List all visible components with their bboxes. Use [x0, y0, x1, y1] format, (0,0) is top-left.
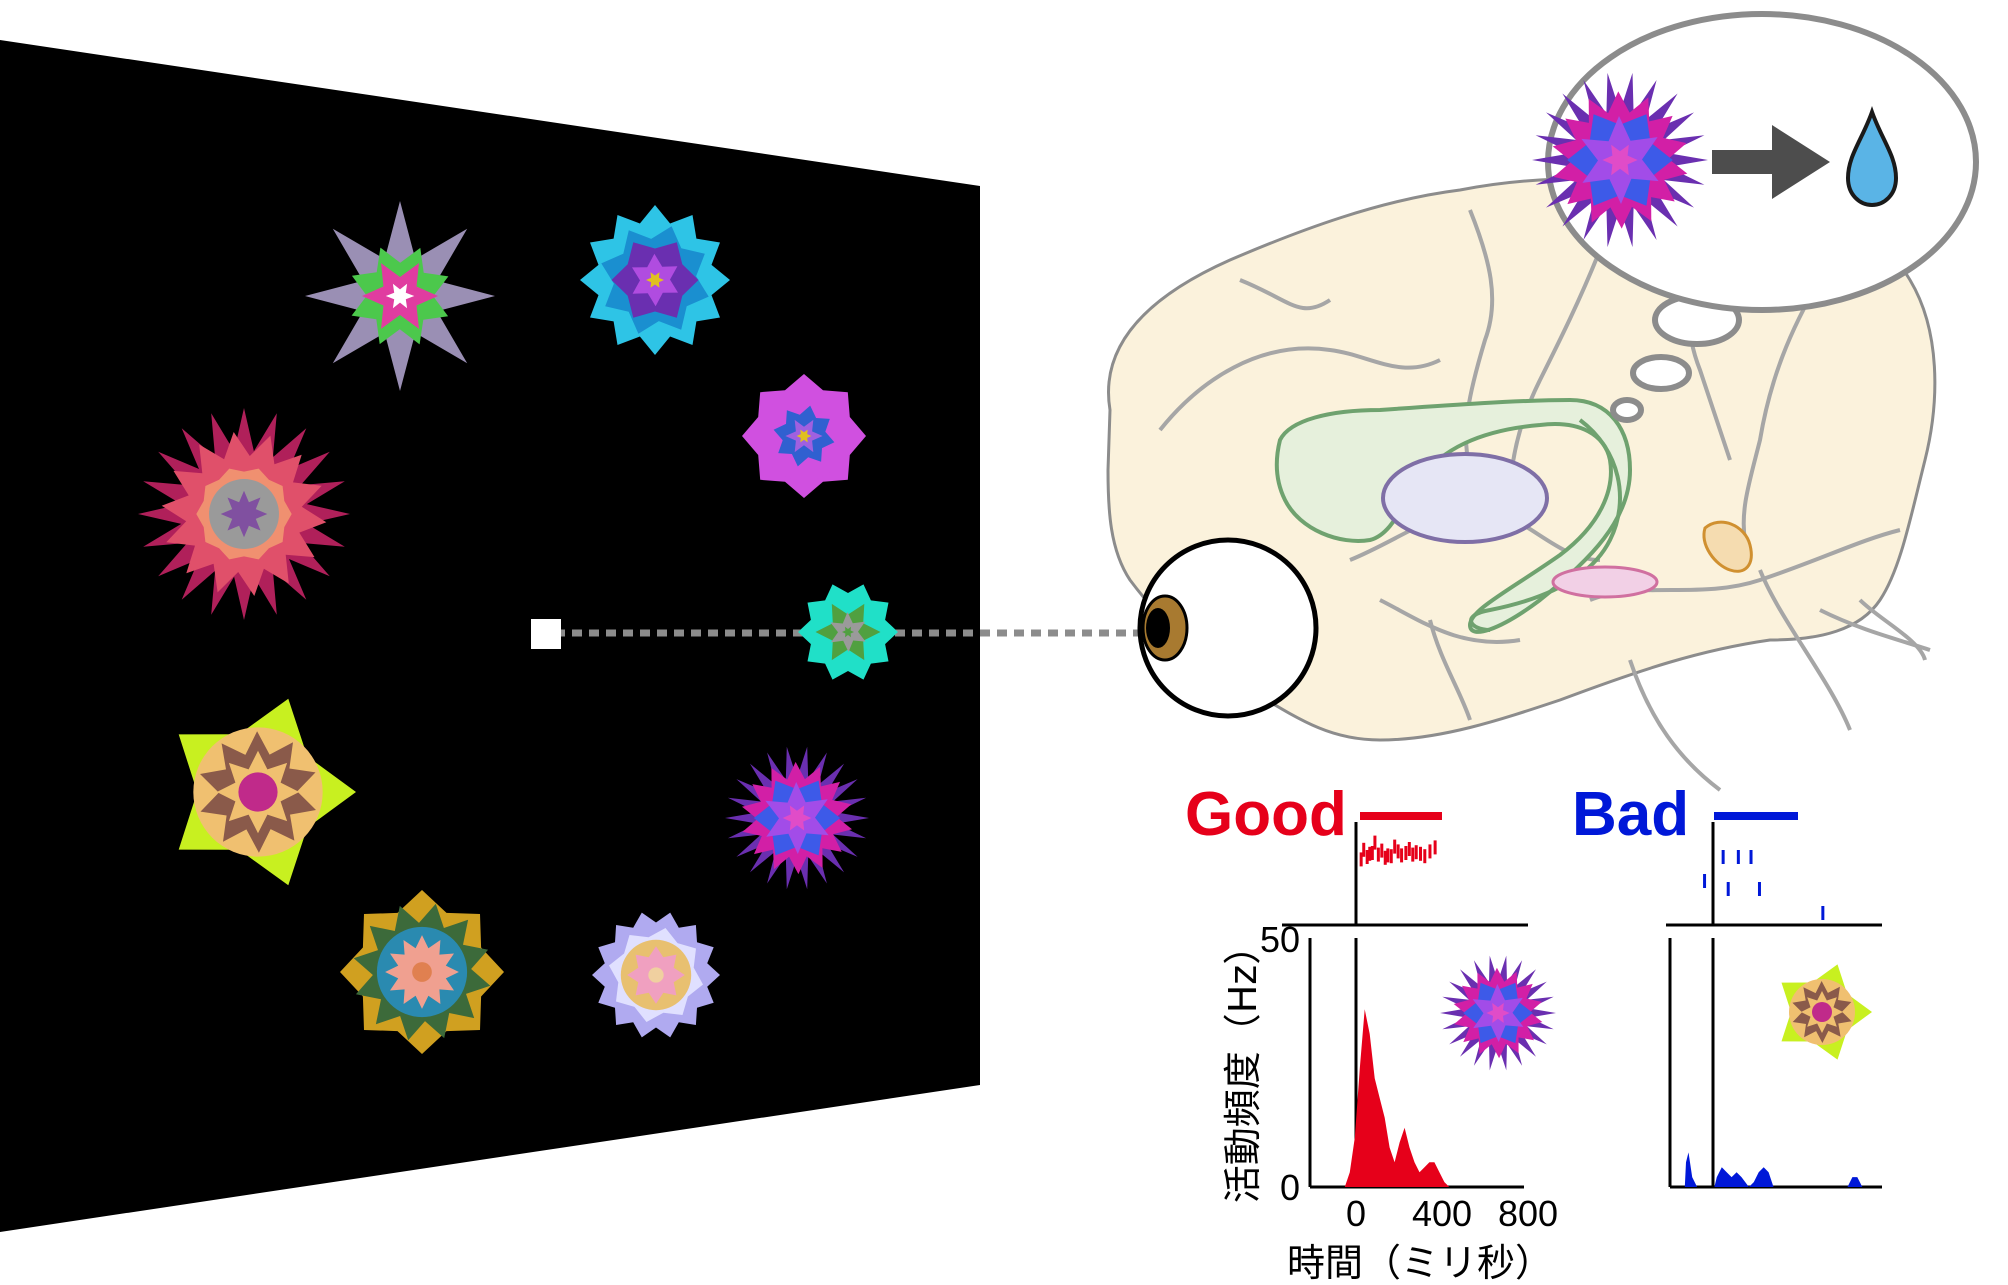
screen-background [0, 40, 980, 1232]
psth-area [1684, 1152, 1882, 1187]
pupil [1146, 608, 1170, 648]
good-stimulus-bar [1360, 812, 1442, 820]
fractal-olive [340, 890, 504, 1054]
fixation-point-icon [531, 619, 561, 649]
right-arrow-icon [1712, 125, 1830, 199]
good-fractal-inset [1440, 955, 1556, 1071]
fractal-pink-red [138, 408, 350, 620]
good-psth-histogram [1324, 1009, 1524, 1187]
inset-fractal-bad [1781, 964, 1872, 1060]
bad-stimulus-bar [1714, 812, 1798, 820]
bad-fractal-inset [1781, 964, 1872, 1060]
thought-bubble [1532, 11, 1979, 423]
bubble-small-1 [1610, 397, 1644, 423]
fractal-magenta [742, 374, 866, 498]
x-tick-400: 400 [1412, 1193, 1472, 1234]
good-label: Good [1185, 780, 1347, 849]
bad-psth-histogram [1684, 1152, 1882, 1187]
eyeball [1137, 537, 1319, 719]
bubble-fractal-icon [1532, 72, 1708, 248]
water-drop-icon [1845, 106, 1899, 208]
bad-raster-plot [1703, 850, 1825, 920]
inset-fractal-good [1440, 955, 1556, 1071]
psth-area [1324, 1009, 1524, 1187]
bad-label: Bad [1572, 780, 1689, 849]
good-raster-plot [1359, 835, 1437, 867]
x-tick-800: 800 [1498, 1193, 1558, 1234]
putamen [1381, 452, 1549, 544]
neuron-response-charts: Good Bad 50 0 0 400 80 [1185, 780, 1882, 1285]
fractal-yellow-green [178, 698, 356, 886]
eye-icon [1137, 537, 1319, 719]
fractal-lavender [592, 912, 720, 1038]
caudate-outline [1274, 397, 1633, 634]
snr-region [1702, 520, 1753, 573]
fractal-cyan [580, 205, 730, 355]
fractal-purple [725, 746, 869, 890]
fractal-teal [798, 584, 898, 680]
stimulus-screen [0, 40, 1140, 1232]
y-tick-0: 0 [1280, 1167, 1300, 1208]
fractal-gray-star [305, 201, 495, 391]
x-axis-label: 時間（ミリ秒） [1287, 1241, 1553, 1285]
y-tick-50: 50 [1260, 919, 1300, 960]
bubble-small-2 [1630, 354, 1692, 392]
tail-region [1551, 565, 1659, 599]
bubble-fractal-purple [1532, 72, 1708, 248]
y-axis-label: 活動頻度（Hz） [1221, 927, 1265, 1204]
fractal-stimuli [138, 201, 898, 1054]
x-tick-0: 0 [1346, 1193, 1366, 1234]
